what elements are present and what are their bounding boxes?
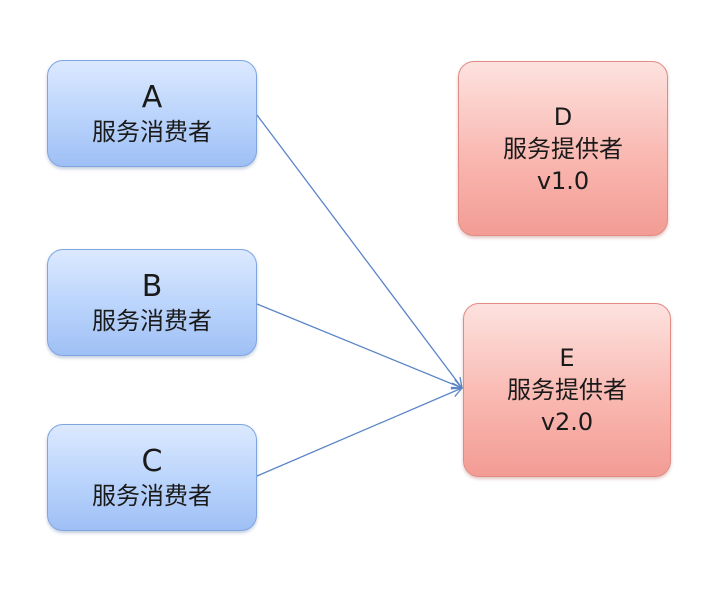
node-id: B bbox=[141, 268, 163, 304]
consumer-node-b[interactable]: B 服务消费者 bbox=[47, 249, 257, 356]
node-role: 服务提供者 bbox=[503, 134, 623, 163]
node-id: C bbox=[141, 443, 163, 479]
node-role: 服务消费者 bbox=[92, 306, 212, 335]
node-id: E bbox=[559, 344, 575, 372]
provider-node-e[interactable]: E 服务提供者 v2.0 bbox=[463, 303, 671, 477]
edge-c-to-e bbox=[256, 388, 462, 477]
consumer-node-a[interactable]: A 服务消费者 bbox=[47, 60, 257, 167]
node-version: v2.0 bbox=[540, 408, 594, 436]
edge-a-to-e bbox=[256, 114, 462, 388]
provider-node-d[interactable]: D 服务提供者 v1.0 bbox=[458, 61, 668, 236]
node-id: A bbox=[141, 79, 163, 115]
edge-b-to-e bbox=[256, 303, 462, 388]
node-role: 服务消费者 bbox=[92, 481, 212, 510]
node-role: 服务提供者 bbox=[507, 376, 627, 404]
consumer-node-c[interactable]: C 服务消费者 bbox=[47, 424, 257, 531]
node-role: 服务消费者 bbox=[92, 117, 212, 146]
node-id: D bbox=[553, 102, 573, 131]
node-version: v1.0 bbox=[536, 166, 590, 195]
